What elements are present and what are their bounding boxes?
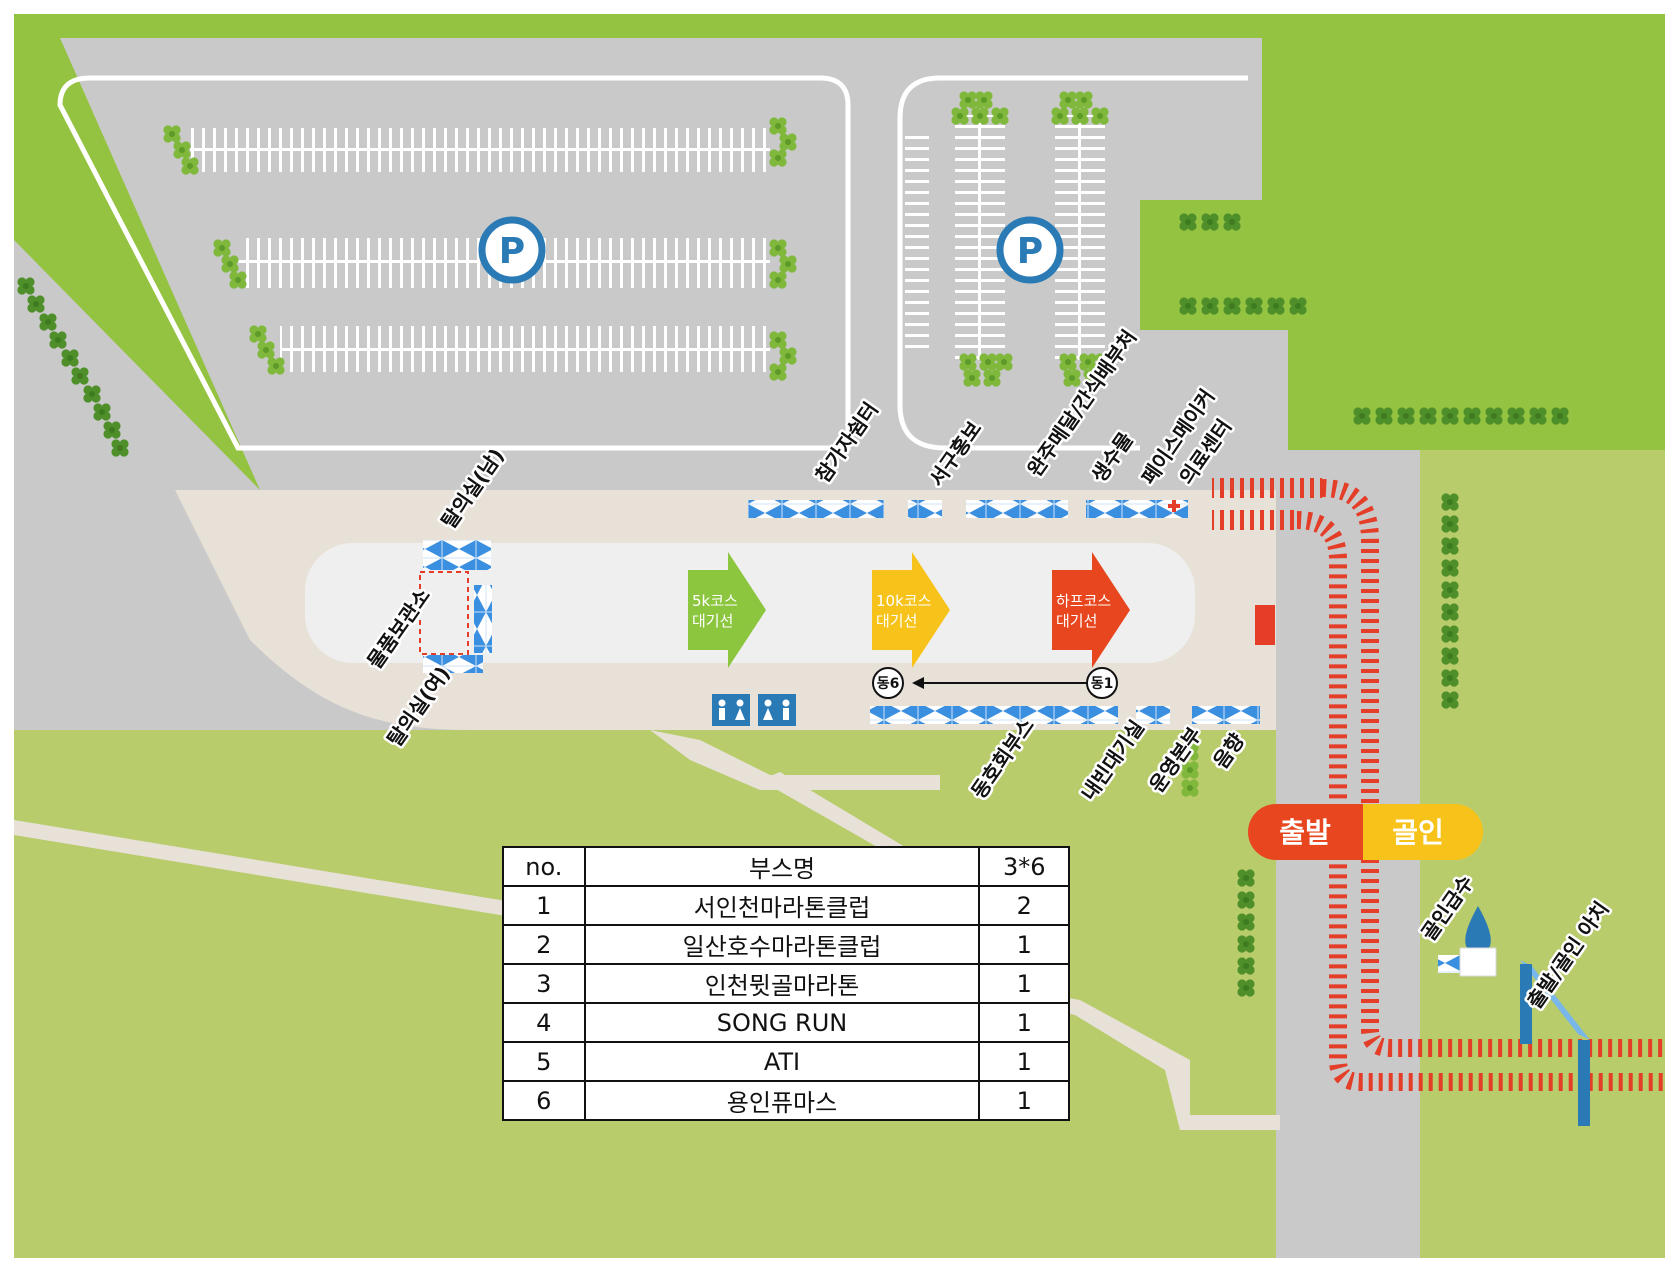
table-row: 1 서인천마라톤클럽 2: [502, 885, 1070, 926]
stage-box: [1255, 605, 1275, 645]
cell-name: SONG RUN: [583, 1002, 981, 1043]
waiting-line-5k: 5k코스 대기선: [688, 552, 766, 668]
svg-text:10k코스: 10k코스: [876, 592, 932, 610]
cell-count: 1: [978, 1080, 1070, 1121]
cell-count: 1: [978, 1002, 1070, 1043]
cell-count: 1: [978, 963, 1070, 1004]
table-row: 4 SONG RUN 1: [502, 1002, 1070, 1043]
cell-name: ATI: [583, 1041, 981, 1082]
booth-marker-last: 동6: [872, 667, 904, 699]
header-name: 부스명: [583, 846, 981, 887]
parking-sign-east: P: [996, 216, 1064, 284]
start-label: 출발: [1279, 816, 1331, 849]
cell-count: 2: [978, 885, 1070, 926]
header-no: no.: [502, 846, 586, 887]
table-row: 6 용인퓨마스 1: [502, 1080, 1070, 1121]
race-course: [1212, 478, 1665, 1091]
restroom-icon: [712, 694, 796, 726]
cell-no: 1: [502, 885, 586, 926]
table-row: 2 일산호수마라톤클럽 1: [502, 924, 1070, 965]
table-row: 5 ATI 1: [502, 1041, 1070, 1082]
svg-text:P: P: [499, 231, 525, 272]
svg-text:대기선: 대기선: [1056, 612, 1097, 630]
start-finish-arch-icon: [1520, 960, 1590, 1126]
tents: [423, 500, 1472, 973]
water-drop-icon: [1459, 906, 1497, 977]
waiting-line-10k: 10k코스 대기선: [872, 552, 950, 668]
cell-count: 1: [978, 1041, 1070, 1082]
cell-name: 서인천마라톤클럽: [583, 885, 981, 926]
waiting-line-half: 하프코스 대기선: [1052, 552, 1130, 668]
svg-text:동1: 동1: [1091, 676, 1114, 692]
cell-no: 5: [502, 1041, 586, 1082]
cell-count: 1: [978, 924, 1070, 965]
cell-no: 4: [502, 1002, 586, 1043]
booth-order-arrow: [912, 677, 1088, 689]
start-finish-banner: 출발 골인: [1248, 804, 1483, 860]
booth-table-header: no. 부스명 3*6: [502, 846, 1070, 887]
svg-text:대기선: 대기선: [876, 612, 917, 630]
svg-text:P: P: [1017, 231, 1043, 272]
svg-text:하프코스: 하프코스: [1056, 592, 1111, 610]
parking-lot-east: [897, 75, 1248, 451]
parking-sign-west: P: [478, 216, 546, 284]
svg-text:대기선: 대기선: [692, 612, 733, 630]
cell-name: 인천뮛골마라톤: [583, 963, 981, 1004]
table-row: 3 인천뮛골마라톤 1: [502, 963, 1070, 1004]
cell-no: 6: [502, 1080, 586, 1121]
cell-no: 2: [502, 924, 586, 965]
baggage-storage-frame: [419, 571, 469, 655]
booth-marker-first: 동1: [1086, 667, 1118, 699]
svg-text:5k코스: 5k코스: [692, 592, 738, 610]
medical-cross-icon: [1168, 500, 1180, 512]
cell-name: 일산호수마라톤클럽: [583, 924, 981, 965]
booth-table: no. 부스명 3*6 1 서인천마라톤클럽 2 2 일산호수마라톤클럽 1 3…: [502, 846, 1070, 1121]
header-size: 3*6: [978, 846, 1070, 887]
cell-no: 3: [502, 963, 586, 1004]
cell-name: 용인퓨마스: [583, 1080, 981, 1121]
finish-label: 골인: [1392, 816, 1444, 849]
svg-text:동6: 동6: [877, 676, 900, 692]
